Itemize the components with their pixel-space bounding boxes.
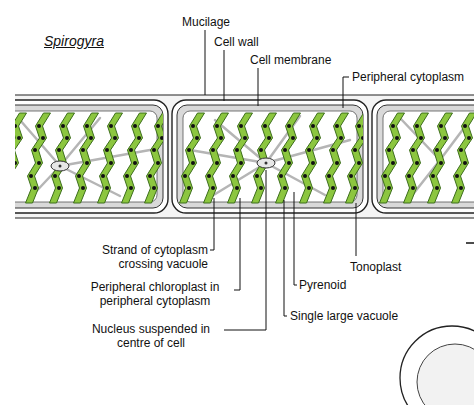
part-label: Mucilage (182, 15, 230, 29)
part-label: Strand of cytoplasm crossing vacuole (83, 243, 208, 271)
part-label: Pyrenoid (299, 278, 346, 292)
part-label: Peripheral chloroplast in peripheral cyt… (80, 280, 230, 308)
part-label: Nucleus suspended in centre of cell (80, 322, 222, 350)
title: Spirogyra (44, 33, 104, 49)
part-label: Single large vacuole (290, 309, 398, 323)
part-label: Cell wall (214, 35, 259, 49)
part-label: Peripheral cytoplasm (352, 70, 464, 84)
part-label: Tonoplast (350, 260, 401, 274)
part-label: Cell membrane (250, 53, 331, 67)
